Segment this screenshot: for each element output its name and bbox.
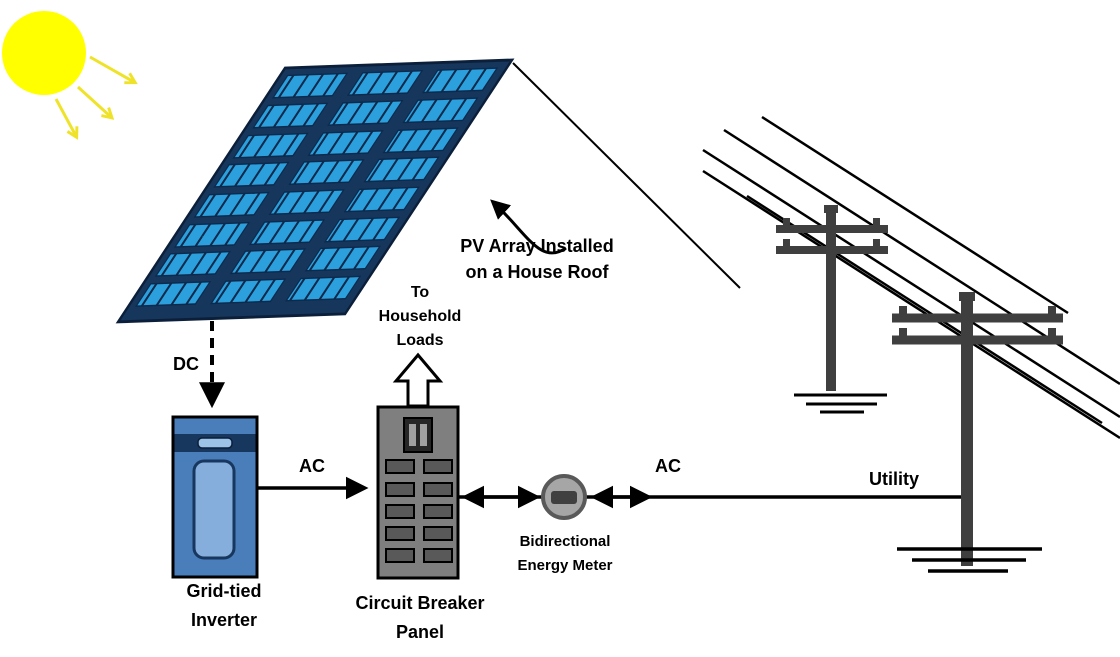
sun-disc bbox=[2, 11, 86, 95]
meter-label-line2: Energy Meter bbox=[517, 557, 612, 574]
ac-label-inverter: AC bbox=[299, 456, 325, 476]
utility-pole-large bbox=[892, 292, 1063, 573]
pv-array-label-line1: PV Array Installed bbox=[460, 236, 613, 256]
pv-annotation-arrow bbox=[490, 199, 567, 255]
breaker-switches bbox=[385, 459, 453, 563]
inverter-label-line1: Grid-tied bbox=[187, 581, 262, 601]
breaker-label-line1: Circuit Breaker bbox=[355, 593, 484, 613]
main-breaker-slot bbox=[420, 424, 427, 446]
grid-tied-inverter bbox=[171, 415, 259, 579]
household-loads-arrow bbox=[392, 352, 444, 408]
ground-symbol-large bbox=[897, 547, 1042, 573]
bidirectional-energy-meter bbox=[541, 474, 587, 520]
household-label-line1: To bbox=[411, 284, 430, 301]
main-breaker bbox=[403, 417, 433, 453]
household-label-line3: Loads bbox=[396, 332, 443, 349]
pole-bolts bbox=[783, 205, 880, 247]
utility-pole-small bbox=[776, 205, 888, 414]
dc-label: DC bbox=[173, 354, 199, 374]
sun-rays bbox=[54, 55, 134, 136]
household-label-line2: Household bbox=[379, 308, 462, 325]
breaker-label-line2: Panel bbox=[396, 622, 444, 642]
power-lines bbox=[702, 115, 1120, 440]
pv-array bbox=[115, 58, 515, 324]
circuit-breaker-panel bbox=[376, 405, 460, 580]
sun-icon bbox=[2, 11, 134, 136]
main-breaker-slot bbox=[409, 424, 416, 446]
ground-symbol-small bbox=[794, 393, 887, 414]
pv-cells bbox=[134, 67, 499, 307]
ac-label-grid: AC bbox=[655, 456, 681, 476]
roof-line bbox=[512, 62, 741, 289]
inverter-label-line2: Inverter bbox=[191, 610, 257, 630]
inverter-display bbox=[197, 437, 233, 449]
pole-bolts bbox=[899, 292, 1056, 337]
meter-label-line1: Bidirectional bbox=[520, 533, 611, 550]
meter-display bbox=[551, 491, 577, 504]
pv-array-label-line2: on a House Roof bbox=[466, 262, 610, 282]
inverter-inner bbox=[192, 459, 236, 560]
utility-label: Utility bbox=[869, 469, 919, 489]
